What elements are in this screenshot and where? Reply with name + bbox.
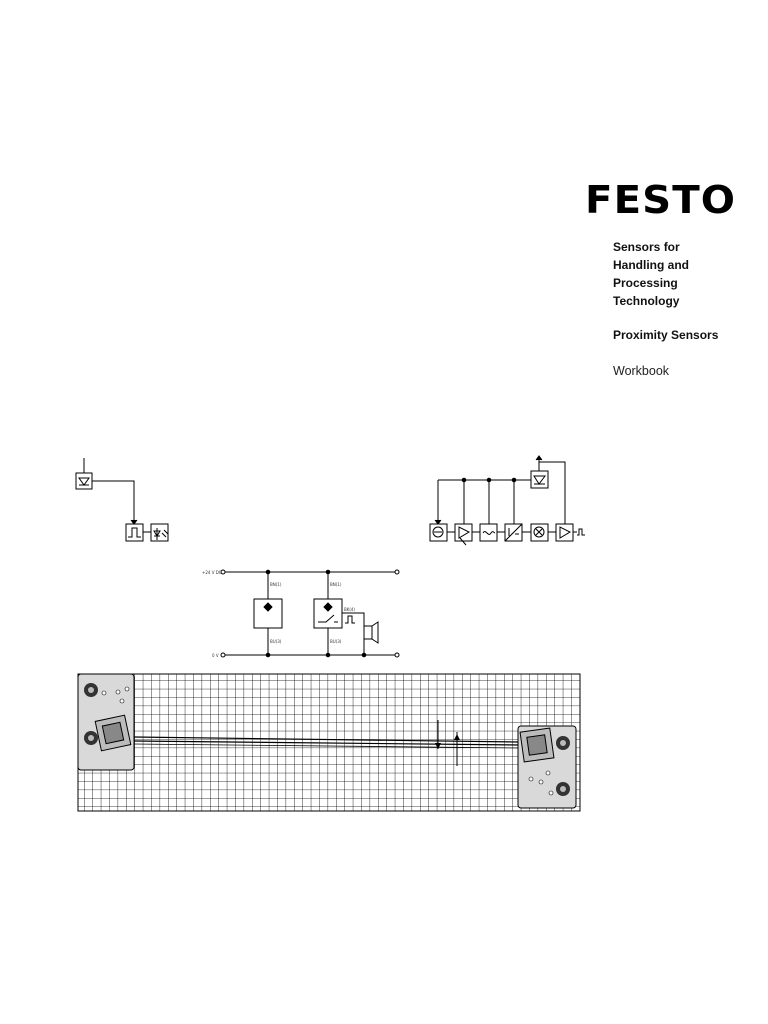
title-line: Technology	[613, 294, 680, 308]
pin-label: BU(3)	[330, 639, 342, 644]
festo-logo: FESTO	[585, 178, 737, 222]
photodiode-block	[75, 472, 93, 490]
receiver-block-diagram	[75, 458, 169, 542]
pin-label: BK(4)	[344, 607, 355, 612]
document-type: Workbook	[613, 364, 670, 378]
title-line: Processing	[613, 276, 678, 290]
cover-subtitle: Proximity Sensors	[613, 328, 719, 342]
pin-label: BU(3)	[270, 639, 282, 644]
pin-label: BN(1)	[270, 582, 282, 587]
output-stage-block	[555, 523, 574, 542]
wiring-schematic: +24 V DC 0 V BN(1) BU(3) BN(1) BK(4) BU(…	[202, 569, 400, 658]
ground-label: 0 V	[212, 653, 219, 658]
load-buzzer	[363, 625, 373, 640]
title-line: Handling and	[613, 258, 689, 272]
pin-label: BN(1)	[330, 582, 342, 587]
pulse-shaper-block	[125, 523, 144, 542]
title-line: Sensors for	[613, 240, 680, 254]
emitter-photodiode-block	[530, 470, 549, 489]
amplifier-block	[454, 523, 473, 542]
mounting-plate-illustration	[77, 673, 581, 812]
emitter-block-diagram	[429, 455, 585, 546]
supply-label: +24 V DC	[202, 570, 222, 575]
cover-title: Sensors for Handling and Processing Tech…	[613, 238, 763, 310]
